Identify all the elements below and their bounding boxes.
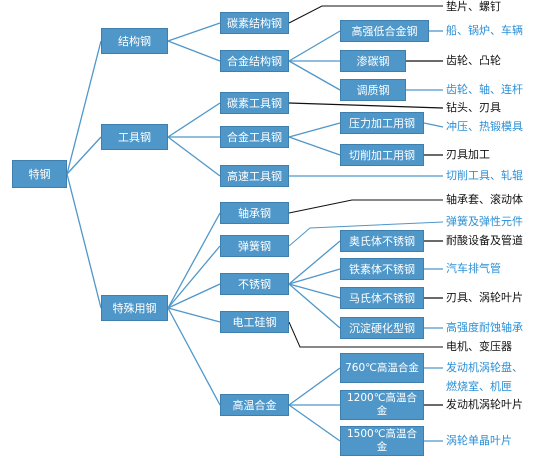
structural-steel-node: 结构钢 — [101, 28, 168, 54]
annotation-turbine-disks-line1: 发动机涡轮盘、 — [446, 361, 523, 374]
annotation-high-strength-bearings: 高强度耐蚀轴承 — [446, 321, 523, 334]
superalloy-1200-node: 1200℃高温合金 — [340, 390, 424, 420]
annotation-drills-blades: 钻头、刃具 — [446, 101, 501, 114]
stainless-steel-node: 不锈钢 — [220, 273, 289, 295]
annotation-springs-elastic-parts: 弹簧及弹性元件 — [446, 215, 523, 228]
bearing-steel-node: 轴承钢 — [220, 202, 289, 224]
annotation-exhaust-pipes: 汽车排气管 — [446, 262, 501, 275]
annotation-gaskets-screws: 垫片、螺钉 — [446, 0, 501, 13]
annotation-turbine-disks-line2: 燃烧室、机匣 — [446, 380, 512, 393]
root-node: 特钢 — [12, 160, 67, 188]
annotation-single-crystal-blades: 涡轮单晶叶片 — [446, 434, 512, 447]
alloy-tool-steel-node: 合金工具钢 — [220, 126, 289, 148]
annotation-cutting-tools-rolls: 切削工具、轧辊 — [446, 169, 523, 182]
carbon-tool-steel-node: 碳素工具钢 — [220, 92, 289, 114]
alloy-structural-steel-node: 合金结构钢 — [220, 50, 289, 72]
precipitation-hardening-node: 沉淀硬化型钢 — [340, 317, 424, 339]
austenitic-stainless-node: 奥氏体不锈钢 — [340, 230, 424, 252]
electrical-silicon-steel-node: 电工硅钢 — [220, 311, 289, 333]
annotation-engine-turbine-blades: 发动机涡轮叶片 — [446, 398, 523, 411]
annotation-bearing-sleeves-rollers: 轴承套、滚动体 — [446, 193, 523, 206]
annotation-motors-transformers: 电机、变压器 — [446, 340, 512, 353]
annotation-ships-boilers-vehicles: 船、锅炉、车辆 — [446, 24, 523, 37]
spring-steel-node: 弹簧钢 — [220, 235, 289, 257]
carburizing-steel-node: 渗碳钢 — [340, 50, 406, 72]
superalloy-node: 高温合金 — [220, 394, 289, 416]
carbon-structural-steel-node: 碳素结构钢 — [220, 12, 289, 34]
martensitic-stainless-node: 马氏体不锈钢 — [340, 287, 424, 309]
tool-steel-node: 工具钢 — [101, 124, 168, 150]
cutting-tool-steel-node: 切削加工用钢 — [340, 144, 424, 166]
annotation-stamping-forging-dies: 冲压、热锻模具 — [446, 120, 523, 133]
quenched-tempered-steel-node: 调质钢 — [340, 79, 406, 101]
special-use-steel-node: 特殊用钢 — [101, 295, 168, 321]
annotation-blade-machining: 刃具加工 — [446, 148, 490, 161]
pressure-working-tool-steel-node: 压力加工用钢 — [340, 112, 424, 134]
annotation-blades-turbine-blades: 刃具、涡轮叶片 — [446, 291, 523, 304]
superalloy-1500-node: 1500℃高温合金 — [340, 426, 424, 456]
annotation-gears-cams: 齿轮、凸轮 — [446, 54, 501, 67]
annotation-gears-shafts-rods: 齿轮、轴、连杆 — [446, 83, 523, 96]
annotation-acid-resistant-pipes: 耐酸设备及管道 — [446, 234, 523, 247]
superalloy-760-node: 760℃高温合金 — [340, 353, 424, 383]
hsla-steel-node: 高强低合金钢 — [340, 20, 429, 42]
ferritic-stainless-node: 铁素体不锈钢 — [340, 258, 424, 280]
high-speed-tool-steel-node: 高速工具钢 — [220, 165, 289, 187]
